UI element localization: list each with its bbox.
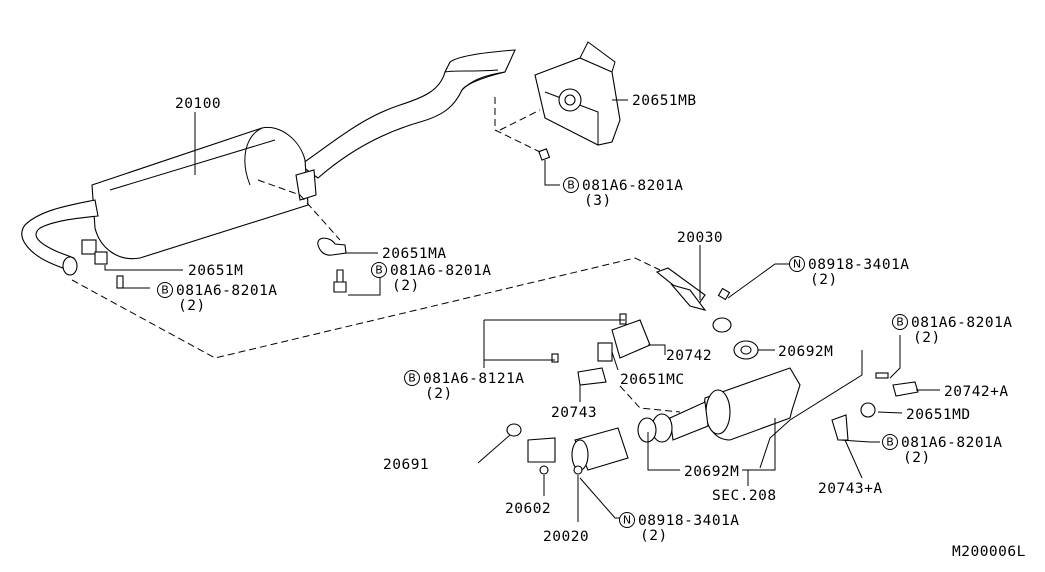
part-labels: 20100 20651MB 20651MA 20651M 20030 20742… (175, 93, 1026, 560)
nut-marker-icon (789, 256, 805, 272)
leader-lines (104, 99, 940, 522)
fastener-callout: B 081A6-8201A (2) (882, 434, 1003, 466)
muffler-assembly (21, 49, 516, 293)
fastener-callout: B 081A6-8201A (2) (157, 282, 278, 314)
marker-letter: N (623, 514, 631, 527)
label-20742: 20742 (666, 348, 712, 364)
bolt-marker-icon (371, 262, 387, 278)
fastener-qty: (2) (913, 330, 941, 346)
fastener-callout: N 08918-3401A (2) (789, 256, 910, 288)
label-20651MD: 20651MD (906, 407, 971, 423)
bracket-20651MB (534, 41, 621, 161)
marker-letter: B (896, 316, 904, 329)
marker-letter: B (161, 284, 169, 297)
label-20651M: 20651M (188, 263, 243, 279)
fastener-qty: (2) (903, 450, 931, 466)
label-20743: 20743 (551, 405, 597, 421)
label-20651MC: 20651MC (620, 372, 685, 388)
label-20651MA: 20651MA (382, 246, 447, 262)
bolt-marker-icon (882, 434, 898, 450)
fastener-part-number: 081A6-8201A (901, 435, 1003, 451)
fastener-callout: N 08918-3401A (2) (619, 512, 740, 544)
fastener-part-number: 08918-3401A (808, 257, 910, 273)
fastener-callout: B 081A6-8201A (2) (371, 262, 492, 294)
bolt-marker-icon (563, 177, 579, 193)
label-sec-208: SEC.208 (712, 488, 777, 504)
label-20100: 20100 (175, 96, 221, 112)
fastener-part-number: 08918-3401A (638, 513, 740, 529)
marker-letter: B (886, 436, 894, 449)
fastener-callout: B 081A6-8201A (2) (892, 314, 1013, 346)
fastener-qty: (2) (392, 278, 420, 294)
fastener-qty: (2) (810, 272, 838, 288)
fastener-qty: (2) (640, 528, 668, 544)
label-20692M-lower: 20692M (684, 464, 739, 480)
fastener-qty: (2) (178, 298, 206, 314)
label-20743-plus-A: 20743+A (818, 481, 883, 497)
fastener-part-number: 081A6-8121A (423, 371, 525, 387)
bolt-marker-icon (157, 282, 173, 298)
label-20692M-upper: 20692M (778, 344, 833, 360)
bolt-marker-icon (404, 370, 420, 386)
bolt-marker-icon (892, 314, 908, 330)
fastener-callouts: B 081A6-8201A (3) B 081A6-8201A (2) B 08… (157, 177, 1013, 544)
fastener-part-number: 081A6-8201A (390, 263, 492, 279)
marker-letter: B (567, 179, 575, 192)
nut-marker-icon (619, 512, 635, 528)
label-20742-plus-A: 20742+A (944, 384, 1009, 400)
marker-letter: B (375, 264, 383, 277)
dashed-lines (71, 97, 681, 413)
label-20020: 20020 (543, 529, 589, 545)
front-pipe-assembly (506, 267, 919, 475)
label-20602: 20602 (505, 501, 551, 517)
label-20030: 20030 (677, 230, 723, 246)
marker-letter: N (793, 258, 801, 271)
label-20691: 20691 (383, 457, 429, 473)
fastener-qty: (2) (425, 386, 453, 402)
label-20651MB: 20651MB (632, 93, 697, 109)
marker-letter: B (408, 372, 416, 385)
fastener-qty: (3) (584, 193, 612, 209)
diagram-code: M200006L (952, 544, 1026, 560)
fastener-part-number: 081A6-8201A (582, 178, 684, 194)
fastener-callout: B 081A6-8201A (3) (563, 177, 684, 209)
fastener-part-number: 081A6-8201A (176, 283, 278, 299)
fastener-callout: B 081A6-8121A (2) (404, 370, 525, 402)
fastener-part-number: 081A6-8201A (911, 315, 1013, 331)
